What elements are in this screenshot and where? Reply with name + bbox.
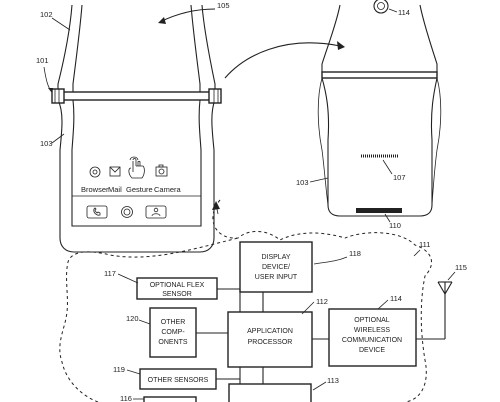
browser-app-label: Browser — [81, 185, 109, 194]
leader-115 — [447, 271, 456, 281]
rear-camera-lens — [377, 2, 385, 10]
ref-105: 105 — [217, 1, 230, 10]
display-label-line2: DEVICE/ — [262, 264, 290, 271]
wireless-line3: COMMUNICATION — [342, 337, 402, 344]
bottom-block-113 — [228, 383, 312, 402]
ref-114-wireless: 114 — [390, 294, 402, 303]
application-processor-block — [227, 311, 313, 368]
ref-111: 111 — [419, 240, 430, 249]
wireless-line2: WIRELESS — [354, 327, 391, 334]
dock-contacts-button[interactable] — [145, 205, 167, 219]
contacts-person-icon — [153, 207, 159, 213]
ref-113: 113 — [327, 376, 339, 385]
optional-wireless-communication-block — [328, 308, 417, 367]
rear-side-contour-left — [317, 77, 329, 206]
ref-103-front: 103 — [40, 139, 53, 148]
display-label-line1: DISPLAY — [261, 254, 290, 261]
hinge-pin-right — [208, 88, 222, 104]
flexible-display — [71, 4, 202, 227]
system-boundary-cloud — [59, 199, 433, 402]
bottom-left-block-116 — [143, 396, 197, 402]
rear-side-contour-right — [431, 77, 442, 206]
leader-118 — [313, 256, 348, 265]
rear-camera — [373, 0, 389, 14]
flex-label-line2: SENSOR — [162, 291, 192, 298]
camera-app-icon[interactable] — [155, 164, 168, 177]
arrow-105-head — [158, 17, 166, 24]
leader-112 — [301, 301, 315, 315]
app-proc-line2: PROCESSOR — [248, 339, 293, 346]
ref-112: 112 — [316, 297, 328, 306]
front-phone: Browser Mail Gesture Camera — [51, 4, 222, 253]
leader-114-wireless — [377, 299, 389, 310]
app-icon-row — [89, 156, 168, 179]
ref-118: 118 — [349, 249, 361, 258]
wireless-line4: DEVICE — [359, 347, 385, 354]
ref-102: 102 — [40, 10, 53, 19]
leader-117 — [117, 273, 139, 284]
bottom-connector — [356, 208, 402, 213]
mail-app-icon[interactable] — [109, 166, 121, 177]
arrow-105 — [159, 8, 216, 23]
leader-110 — [384, 213, 391, 223]
gesture-app-label: Gesture — [126, 185, 153, 194]
leader-103-rear — [309, 177, 329, 183]
ref-117: 117 — [104, 269, 116, 278]
rear-lower-housing — [321, 77, 438, 217]
lower-housing-outline — [57, 99, 216, 253]
browser-app-icon[interactable] — [89, 166, 101, 178]
leader-120 — [138, 319, 151, 325]
display-label-line3: USER INPUT — [255, 274, 298, 281]
ref-116: 116 — [120, 394, 132, 402]
ref-115: 115 — [455, 263, 467, 272]
ref-114-camera: 114 — [398, 8, 410, 17]
ref-103-rear: 103 — [296, 178, 309, 187]
other-comp-line1: OTHER — [161, 319, 186, 326]
display-user-input-block — [239, 241, 313, 293]
cloud-arrow-stem — [215, 203, 219, 215]
bus-connections — [196, 288, 329, 384]
other-sensors-label: OTHER SENSORS — [148, 377, 209, 384]
leader-101-head — [48, 88, 53, 93]
leader-114-camera — [388, 8, 398, 13]
flip-arrow — [224, 42, 341, 79]
contacts-person-body — [151, 213, 161, 217]
phone-handset-icon — [93, 207, 101, 216]
leader-107 — [382, 159, 393, 175]
rear-upper-housing — [321, 4, 438, 73]
camera-app-label: Camera — [154, 185, 182, 194]
antenna-icon — [437, 281, 453, 339]
ref-107: 107 — [393, 173, 406, 182]
other-comp-line3: ONENTS — [158, 339, 188, 346]
ref-120: 120 — [126, 314, 139, 323]
ref-110: 110 — [389, 221, 401, 230]
hinge-band — [57, 91, 216, 101]
ref-119: 119 — [113, 365, 125, 374]
dock-home-button[interactable] — [121, 206, 133, 218]
gesture-app-icon[interactable] — [128, 156, 145, 179]
hinge-pin-left — [51, 88, 65, 104]
leader-103-front — [51, 133, 65, 144]
ref-101: 101 — [36, 56, 49, 65]
wireless-line1: OPTIONAL — [354, 317, 390, 324]
leader-119 — [126, 369, 141, 375]
upper-housing-outline — [57, 4, 216, 93]
other-components-block — [149, 307, 197, 358]
other-comp-line2: COMP- — [161, 329, 185, 336]
leader-113 — [312, 381, 327, 391]
dock-phone-button[interactable] — [86, 205, 108, 219]
rear-phone — [317, 0, 442, 217]
flex-label-line1: OPTIONAL FLEX — [150, 282, 205, 289]
mail-app-label: Mail — [108, 185, 122, 194]
leader-102 — [51, 17, 71, 31]
flip-arrow-head — [337, 41, 345, 50]
home-button-inner — [123, 208, 131, 216]
app-proc-line1: APPLICATION — [247, 328, 293, 335]
leader-111 — [413, 249, 421, 257]
rear-hinge-band — [321, 71, 438, 79]
